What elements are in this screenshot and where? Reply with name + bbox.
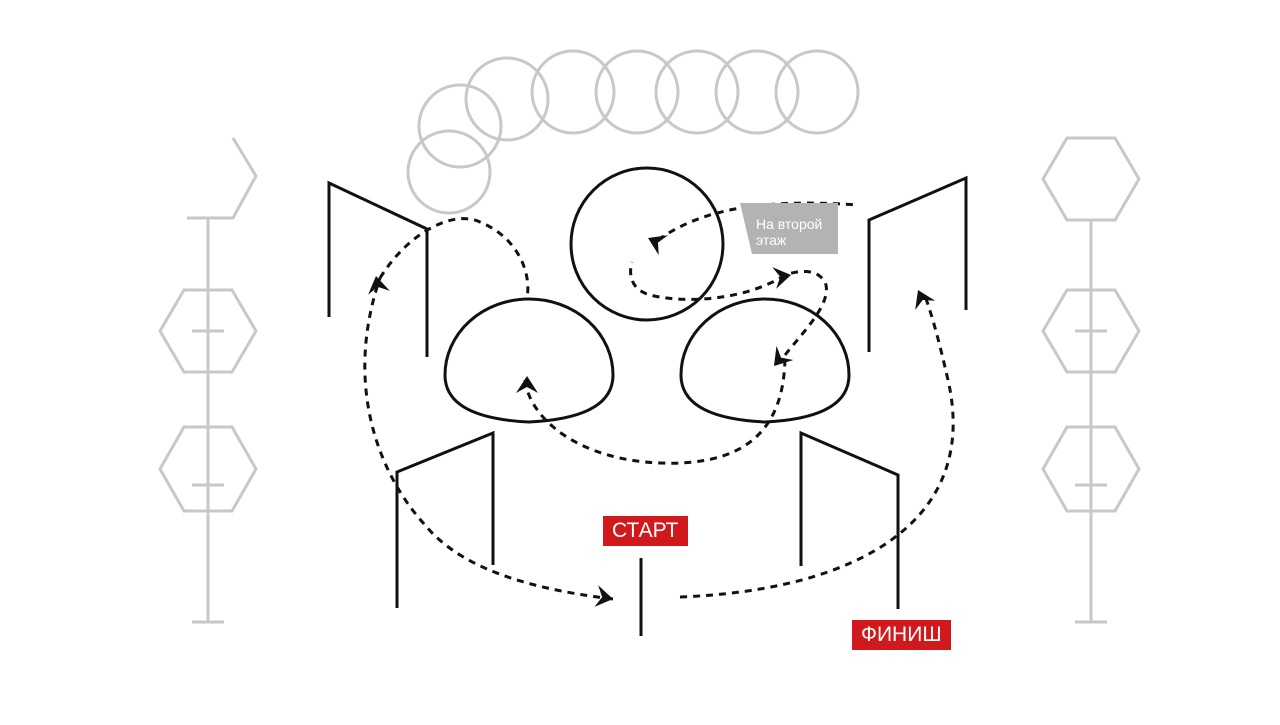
second-floor-note-box bbox=[740, 203, 838, 254]
right-dome-obstacle bbox=[679, 297, 851, 424]
top-circle-obstacle bbox=[569, 166, 725, 322]
left-dome-obstacle bbox=[443, 297, 615, 424]
gate-top-left bbox=[327, 180, 429, 357]
gate-top-right bbox=[867, 175, 968, 352]
arrowhead-into-circle bbox=[648, 235, 669, 256]
arrowhead-right-dome bbox=[774, 345, 794, 366]
gate-bottom-left bbox=[395, 430, 495, 608]
arrowhead-left-dome bbox=[516, 376, 538, 393]
route-arrows bbox=[368, 235, 936, 607]
second-floor-note: На второй этаж bbox=[742, 208, 842, 260]
arrowhead-to-start bbox=[594, 585, 613, 607]
gate-bottom-right bbox=[799, 430, 900, 609]
second-floor-note-line2: этаж bbox=[756, 232, 787, 248]
obstacles bbox=[327, 166, 968, 636]
spiral-tunnel bbox=[406, 49, 860, 215]
right-hexagon-pole bbox=[1041, 136, 1141, 624]
arrowhead-right-gate bbox=[915, 290, 936, 311]
arrowhead-under-circle bbox=[772, 267, 791, 289]
arrowhead-left-gate bbox=[368, 276, 390, 295]
left-hexagon-pole bbox=[158, 137, 258, 624]
second-floor-note-line1: На второй bbox=[756, 216, 823, 232]
finish-label: ФИНИШ bbox=[852, 620, 951, 650]
start-label: СТАРТ bbox=[603, 516, 688, 546]
